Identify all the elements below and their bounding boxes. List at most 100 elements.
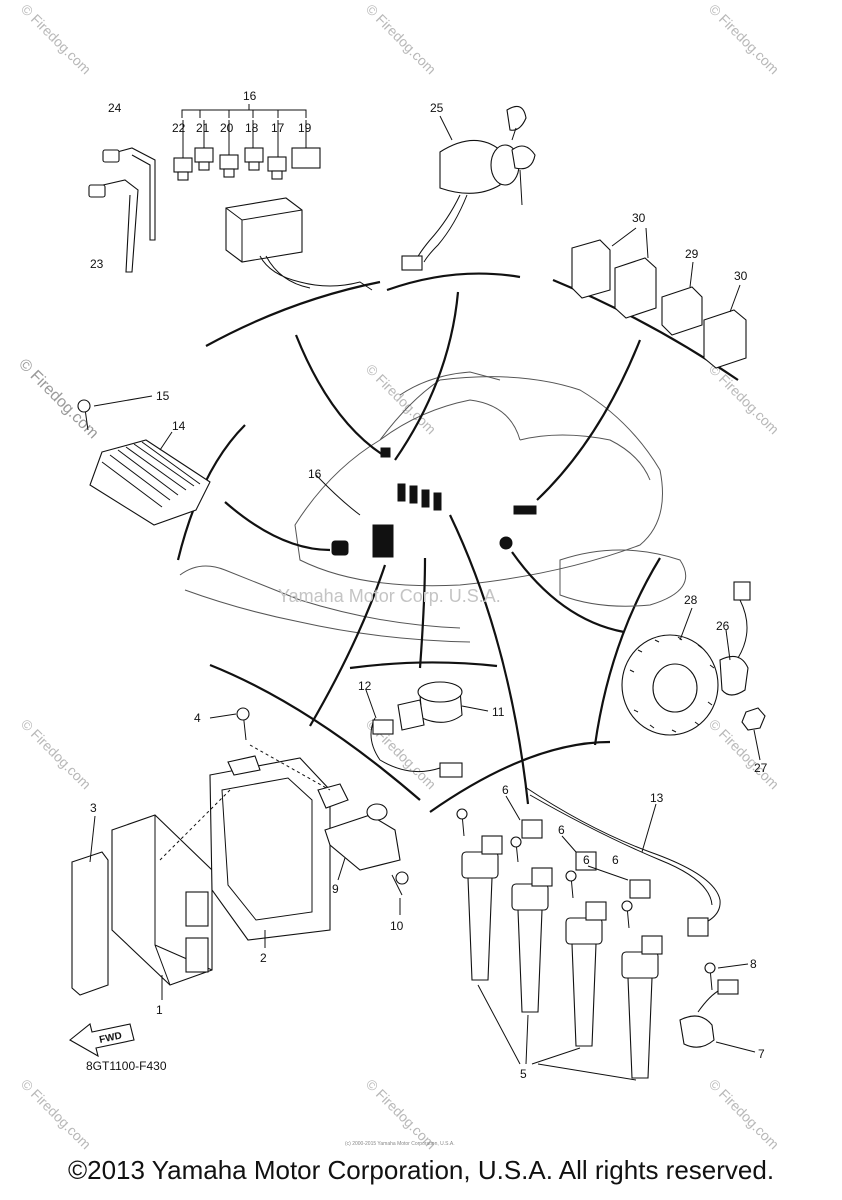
callout-18: 18 [245,121,259,135]
callout-16: 16 [308,467,322,481]
fuse-box-body [225,197,303,263]
relay-29 [661,286,703,336]
leader-3 [89,815,96,863]
callout-2: 2 [260,951,267,965]
regulator-body [89,439,211,526]
ignition-coil-2 [511,867,553,1013]
leader-line [418,557,427,669]
switch-body [439,139,501,194]
callout-12: 12 [358,679,372,693]
callout-20: 20 [220,121,234,135]
bolt-head [456,808,468,820]
leader-16-fuses [182,120,307,158]
callout-29: 29 [685,247,699,261]
relay-30-c [703,309,747,369]
center-watermark: Yamaha Motor Corp. U.S.A. [278,586,501,606]
coil-harness-13b [529,794,713,906]
leader-14 [159,431,173,451]
callout-30: 30 [632,211,646,225]
callout-6: 6 [558,823,565,837]
ignition-switch-25 [401,105,536,271]
callout-4: 4 [194,711,201,725]
switch-cable-2 [423,194,468,263]
ignition-coil-4 [621,935,663,1079]
nut-27 [741,707,766,731]
component-relay-location [513,505,537,515]
callout-13: 13 [650,791,664,805]
snowmobile-body [294,376,663,587]
callout-19: 19 [298,121,312,135]
callout-26: 26 [716,619,730,633]
snowmobile-track [559,549,687,607]
callout-9: 9 [332,882,339,896]
fuse-22 [173,157,193,181]
bolts-6 [461,813,630,929]
switch-cable [415,194,461,261]
fuse-box-16 [173,104,373,291]
watermark: © Firedog.com [706,716,782,792]
watermark: © Firedog.com [18,716,94,792]
bracket-line [199,110,279,118]
component-coil-1-location [397,483,406,502]
bolt-8-head [704,962,716,974]
leader-7 [715,1041,756,1053]
leader-line [309,564,387,727]
callout-10: 10 [390,919,404,933]
sensor-plug [397,699,425,731]
sensor-7-connector [717,979,739,995]
divider-bottom-left [209,663,421,801]
fwd-arrow-shape [69,1023,135,1058]
callout-5: 5 [520,1067,527,1081]
watermark: © Firedog.com [18,1076,94,1152]
component-coil-3-location [421,489,430,508]
regulator-fins [101,441,201,508]
divider-bottom-right [429,740,611,813]
sensor-9 [324,814,401,871]
component-coil-4-location [433,492,442,511]
fuse-21 [194,147,214,171]
fuse-18 [244,147,264,171]
screw-4-head [236,707,250,721]
component-ecu-location [372,524,394,558]
bracket-tab-2 [227,755,261,776]
relay-30-b [614,257,657,319]
cable-tie-23 [89,179,139,273]
watermark: © Firedog.com [15,356,101,442]
fuse-19 [291,147,321,169]
sensor-7 [679,1015,715,1048]
sensor-9-port [366,803,388,821]
fuse-box-wires [259,255,373,291]
switch-connector [401,255,423,271]
callout-22: 22 [172,121,186,135]
relay-30-a [571,239,611,299]
leader-9 [337,857,346,881]
sensor-7-cable [697,989,721,1013]
callout-6: 6 [612,853,619,867]
gasket-3 [71,851,109,996]
ignition-coils-group [456,786,756,1081]
callout-6: 6 [502,783,509,797]
callout-1: 1 [156,1003,163,1017]
coil-connector-2 [575,851,597,871]
leader-line [511,551,625,634]
ecu-connector-1 [185,891,209,927]
ignition-coil-1 [461,835,503,981]
bracket-tab [317,783,349,809]
rotor-26-28 [621,581,766,761]
tie-connector-24 [102,149,120,163]
watermark-group: © Firedog.com © Firedog.com © Firedog.co… [15,1,782,1152]
tie-connector-23 [88,184,106,198]
callout-7: 7 [758,1047,765,1061]
crank-sensor [719,655,749,696]
divider-bottom-center [349,661,498,670]
leader-6 [505,795,629,881]
key-1 [506,105,527,131]
diagram-code: 8GT1100-F430 [86,1059,167,1073]
key-2 [511,145,536,170]
sensor-11-12 [365,681,489,778]
fwd-arrow: FWD [69,1023,135,1058]
bolt-head [621,900,633,912]
crank-sensor-connector [733,581,751,601]
watermark: © Firedog.com [706,1076,782,1152]
